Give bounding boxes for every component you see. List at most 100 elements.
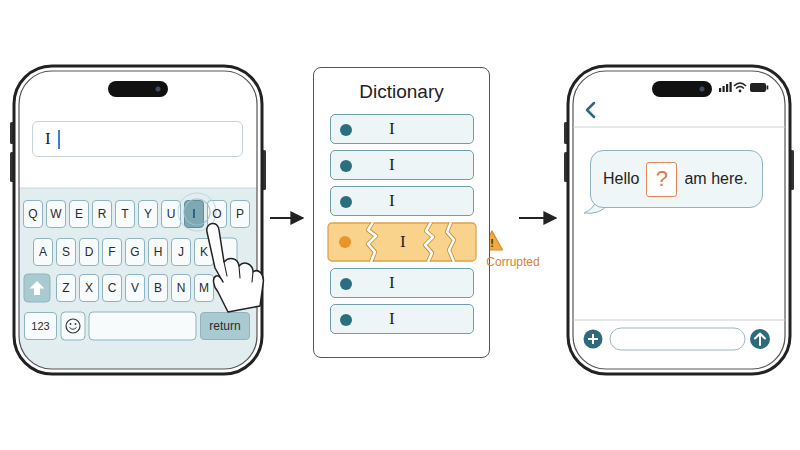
node-text: I <box>389 273 395 293</box>
send-button <box>750 329 770 349</box>
node-text: B <box>154 281 162 295</box>
keyboard-key: R <box>92 200 112 228</box>
node-text: I <box>389 191 395 211</box>
crack-edge <box>447 222 454 262</box>
numbers-key: 123 <box>24 312 57 340</box>
emoji-eye <box>75 323 77 325</box>
keyboard-key: F <box>102 238 122 266</box>
camera-dot <box>156 87 161 92</box>
node-text: I <box>389 155 395 175</box>
emoji-key <box>61 312 85 340</box>
node-text: Y <box>144 207 152 221</box>
message-bubble: Hello am here.? <box>590 150 763 208</box>
keyboard-key: D <box>79 238 99 266</box>
keyboard-key: J <box>171 238 191 266</box>
entry-dot <box>340 160 352 172</box>
node-text: Dictionary <box>359 81 443 103</box>
text-field: I <box>32 121 243 157</box>
node-text: Q <box>28 207 37 221</box>
battery-icon <box>750 83 766 92</box>
keyboard-key: Y <box>138 200 158 228</box>
node-text: Z <box>62 281 69 295</box>
node-text: A <box>39 245 47 259</box>
plus-sign <box>588 334 598 344</box>
signal-bar <box>726 84 728 92</box>
node-text: I <box>400 232 406 252</box>
keyboard-key: W <box>46 200 66 228</box>
shift-arrow <box>30 281 45 295</box>
corrupted-entry: I <box>327 222 477 262</box>
header-divider <box>573 127 785 128</box>
phone-notch <box>652 81 712 97</box>
tap-ripple <box>184 199 210 225</box>
keyboard-key: Z <box>56 274 76 302</box>
back-chevron <box>587 103 594 117</box>
phone-notch <box>108 81 168 97</box>
signal-icon <box>719 82 732 92</box>
node-text: X <box>85 281 93 295</box>
pointing-hand <box>207 223 264 312</box>
node-text: W <box>50 207 61 221</box>
keyboard-key: E <box>69 200 89 228</box>
corrupted-fill <box>328 223 476 261</box>
node-text: return <box>209 319 240 333</box>
space-key <box>89 312 196 340</box>
keyboard-key: M <box>194 274 214 302</box>
entry-dot <box>339 236 351 248</box>
phone-frame <box>568 66 790 374</box>
signal-bar <box>723 86 725 92</box>
return-key: return <box>200 312 250 340</box>
node-text: G <box>130 245 139 259</box>
missing-character: ? <box>646 162 677 197</box>
wifi-icon <box>734 83 746 89</box>
crack-edge <box>368 222 376 262</box>
keyboard-key: A <box>33 238 53 266</box>
crack-gap <box>447 222 454 262</box>
emoji-eye <box>70 323 72 325</box>
send-arrow <box>755 334 765 346</box>
dictionary-entry: I <box>330 186 474 216</box>
keyboard-key: T <box>115 200 135 228</box>
entry-dot <box>340 196 352 208</box>
keyboard-key: B <box>148 274 168 302</box>
node-text: C <box>108 281 117 295</box>
keyboard-key: N <box>171 274 191 302</box>
dictionary-panel: DictionaryIIIIII <box>313 67 490 358</box>
node-text: N <box>177 281 186 295</box>
entry-dot <box>340 124 352 136</box>
footer-divider <box>573 320 785 321</box>
node-text: ? <box>656 166 668 192</box>
node-text: I <box>45 129 51 149</box>
text-cursor <box>58 130 60 149</box>
keyboard-key: H <box>148 238 168 266</box>
keyboard-key: P <box>230 200 250 228</box>
signal-bar <box>730 82 732 92</box>
add-button <box>584 330 603 349</box>
battery-tip <box>767 86 769 90</box>
dictionary-entry: I <box>330 304 474 334</box>
warning-mark: ! <box>486 236 498 250</box>
crack-edge <box>425 222 433 262</box>
node-text: F <box>108 245 115 259</box>
keyboard-key: C <box>102 274 122 302</box>
node-text: I <box>389 119 395 139</box>
phone-screen <box>19 71 257 369</box>
emoji-face <box>66 319 80 333</box>
node-text: U <box>167 207 176 221</box>
message-input <box>610 328 745 350</box>
keyboard-key: X <box>79 274 99 302</box>
emoji-smile <box>70 328 77 330</box>
node-text: Hello <box>603 170 639 188</box>
node-text: I <box>389 309 395 329</box>
node-text: P <box>236 207 244 221</box>
keyboard-edge <box>19 188 257 189</box>
camera-dot <box>700 87 705 92</box>
node-text: O <box>212 207 221 221</box>
status-label: Corrupted <box>479 254 547 269</box>
dictionary-entry: I <box>330 114 474 144</box>
wifi-dot <box>739 90 742 93</box>
node-text: K <box>200 245 208 259</box>
node-text: am here. <box>684 170 747 188</box>
